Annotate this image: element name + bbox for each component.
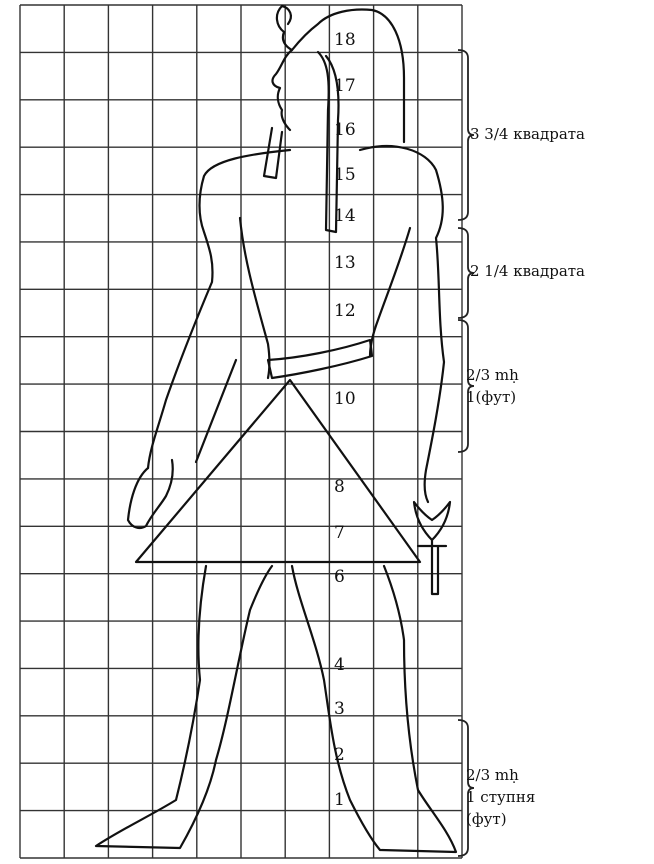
row-number-label: 3 [334,699,345,719]
row-number-label: 8 [334,477,345,497]
measurement-note-text: 2 1/4 квадрата [470,262,585,280]
uraeus-outline [282,6,291,24]
row-number-label: 7 [334,523,345,543]
egyptian-figure-outline [96,6,456,852]
row-number-label: 16 [334,120,356,140]
row-number-label: 17 [334,76,356,96]
row-number-label: 10 [334,389,356,409]
proportion-grid [20,5,462,858]
row-number-label: 14 [334,206,356,226]
measurement-note-text: 1(фут) [466,388,516,406]
face-profile [273,50,292,130]
row-number-label: 6 [334,567,345,587]
measurement-notes: 3 3/4 квадрата 2 1/4 квадрата 2/3 mḥ 1(фут)… [466,125,585,828]
row-number-label: 2 [334,745,345,765]
measurement-note-text: 2/3 mḥ [466,366,519,384]
measurement-brace [458,320,474,452]
row-number-label: 15 [334,165,356,185]
row-number-label: 18 [334,30,356,50]
front-shoulder-arm [360,146,444,502]
back-hand [128,460,173,528]
ankh-symbol [414,502,450,594]
back-shoulder-arm [148,150,290,468]
back-leg [96,566,272,848]
measurement-note-text: 3 3/4 квадрата [470,125,585,143]
measurement-braces [458,50,474,856]
row-number-label: 12 [334,301,356,321]
belt-outline [268,340,372,378]
row-number-label: 4 [334,655,345,675]
measurement-note-text: (фут) [466,810,507,828]
kilt-diagonal [196,360,236,462]
measurement-note-text: 1 ступня [466,788,535,806]
row-number-label: 13 [334,253,356,273]
measurement-note-text: 2/3 mḥ [466,766,519,784]
row-number-label: 1 [334,790,345,810]
kilt-triangle [136,380,420,562]
